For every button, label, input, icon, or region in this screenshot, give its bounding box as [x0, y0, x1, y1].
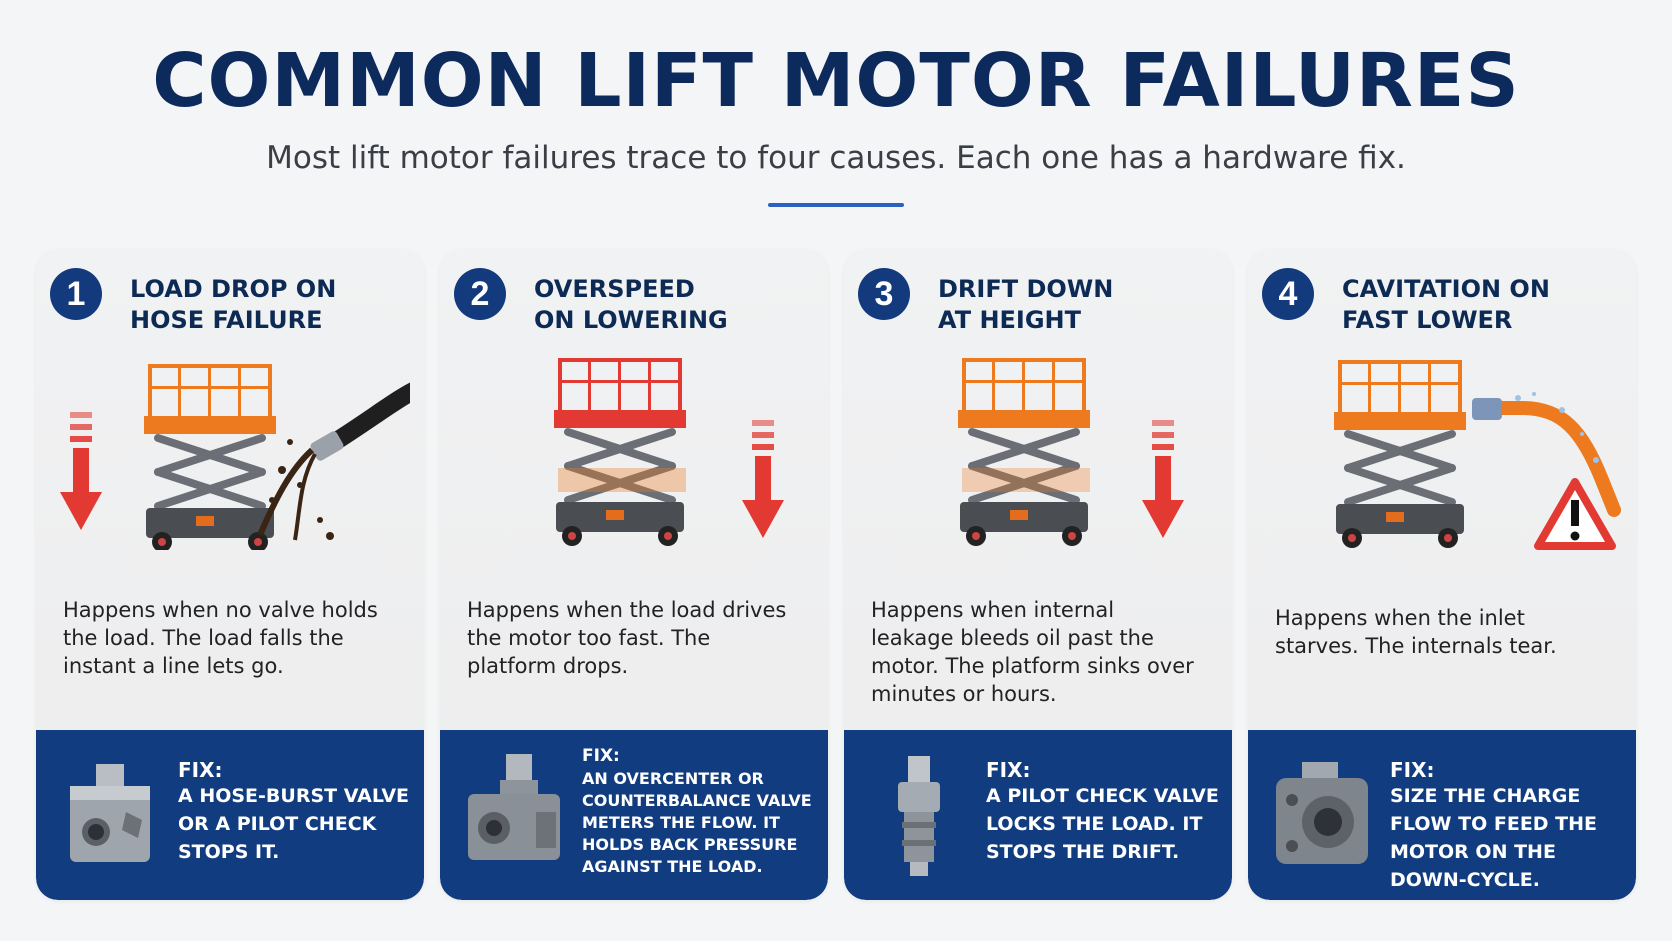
step-number-badge: 4: [1262, 268, 1314, 320]
hose-burst-valve-icon: [70, 764, 150, 862]
fix-text: SIZE THE CHARGE FLOW TO FEED THE MOTOR O…: [1390, 785, 1598, 891]
failure-description: Happens when no valve holds the load. Th…: [63, 598, 378, 678]
fix-panel: FIX: A HOSE-BURST VALVE OR A PILOT CHECK…: [36, 730, 424, 900]
failure-card-2: 2 OVERSPEED ON LOWERING Happens when the…: [440, 250, 828, 900]
fix-text: A HOSE-BURST VALVE OR A PILOT CHECK STOP…: [178, 785, 410, 863]
fix-panel: FIX: SIZE THE CHARGE FLOW TO FEED THE MO…: [1248, 730, 1636, 900]
step-number-badge: 2: [454, 268, 506, 320]
fix-text: AN OVERCENTER OR COUNTERBALANCE VALVE ME…: [582, 769, 812, 876]
title-divider: [768, 203, 904, 207]
fix-text: A PILOT CHECK VALVE LOCKS THE LOAD. IT S…: [986, 785, 1219, 863]
scissor-lift-hose-burst-illustration: [60, 350, 410, 550]
failure-card-4: 4 CAVITATION ON FAST LOWER Happens when …: [1248, 250, 1636, 900]
fix-label: FIX:: [986, 758, 1031, 782]
scissor-lift-cavitation-illustration: [1262, 350, 1621, 550]
scissor-lift-overspeed-illustration: [454, 350, 784, 550]
card-title: LOAD DROP ON HOSE FAILURE: [130, 275, 337, 334]
failure-card-3: 3 DRIFT DOWN AT HEIGHT Happens when inte…: [844, 250, 1232, 900]
failure-card-1: 1 LOAD DROP ON HOSE FAILURE Happens when…: [36, 250, 424, 900]
step-number-badge: 3: [858, 268, 910, 320]
card-title: CAVITATION ON FAST LOWER: [1342, 275, 1550, 334]
fix-label: FIX:: [1390, 758, 1435, 782]
page-subtitle: Most lift motor failures trace to four c…: [266, 140, 1406, 176]
failure-description: Happens when the inlet starves. The inte…: [1275, 606, 1557, 658]
page-title: COMMON LIFT MOTOR FAILURES: [152, 38, 1520, 124]
card-title: OVERSPEED ON LOWERING: [534, 275, 728, 334]
pilot-check-valve-icon: [898, 756, 940, 876]
hydraulic-motor-block-icon: [1276, 762, 1368, 864]
fix-panel: FIX: A PILOT CHECK VALVE LOCKS THE LOAD.…: [844, 730, 1232, 900]
counterbalance-valve-icon: [468, 754, 560, 860]
step-number-badge: 1: [50, 268, 102, 320]
card-title: DRIFT DOWN AT HEIGHT: [938, 275, 1114, 334]
fix-panel: FIX: AN OVERCENTER OR COUNTERBALANCE VAL…: [440, 730, 828, 900]
failure-description: Happens when internal leakage bleeds oil…: [871, 598, 1194, 706]
scissor-lift-drift-illustration: [858, 350, 1184, 550]
fix-label: FIX:: [178, 758, 223, 782]
fix-label: FIX:: [582, 746, 620, 766]
failure-description: Happens when the load drives the motor t…: [467, 598, 787, 678]
